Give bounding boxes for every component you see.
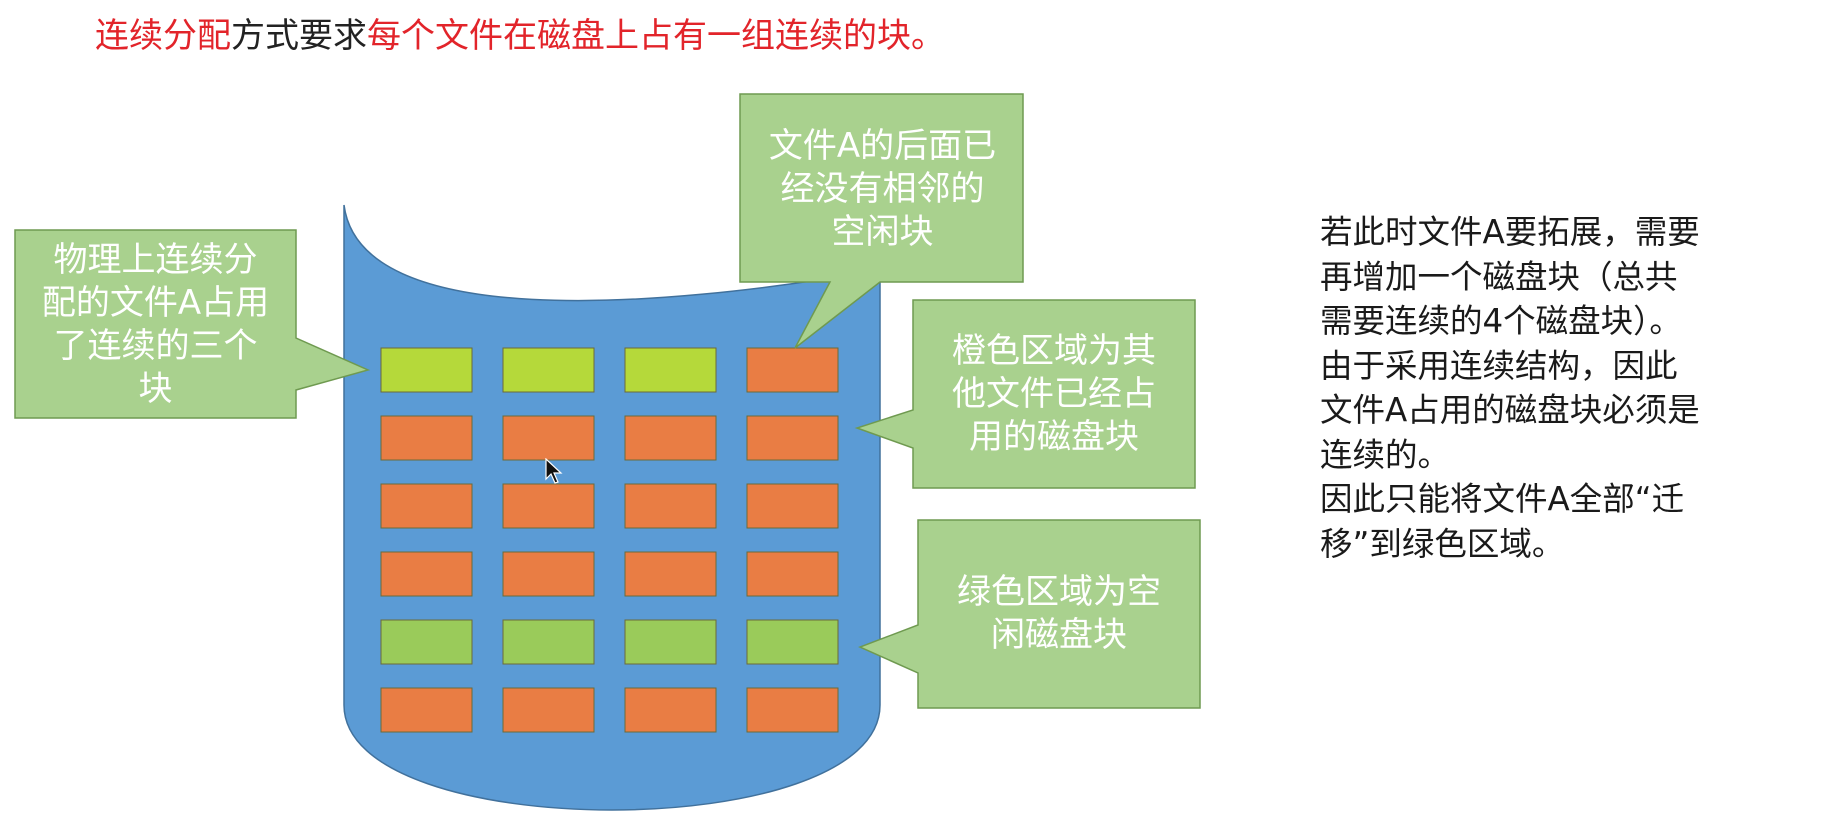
explanation-line: 由于采用连续结构，因此 [1320,346,1678,385]
explanation-line: 连续的。 [1320,435,1451,474]
disk-block-grid [380,347,839,733]
callout-green-legend-text: 绿色区域为空 闲磁盘块 [957,572,1161,655]
disk-block-occupied [502,687,595,733]
title-highlight-contiguous: 连续分配 [95,16,231,56]
disk-block-occupied [746,483,839,529]
disk-block-occupied [502,415,595,461]
explanation-text: 若此时文件A要拓展，需要 再增加一个磁盘块（总共 需要连续的4个磁盘块）。 由于… [1320,210,1790,566]
callout-orange-legend [854,299,1196,489]
disk-block-occupied [746,347,839,393]
disk-block-free [502,619,595,665]
disk-block-free [624,619,717,665]
disk-block-occupied [502,483,595,529]
slide-title: 连续分配方式要求每个文件在磁盘上占有一组连续的块。 [95,12,945,60]
disk-block-occupied [380,483,473,529]
disk-block-occupied [746,687,839,733]
disk-block-occupied [380,551,473,597]
disk-block-occupied [380,415,473,461]
disk-block-occupied [746,415,839,461]
explanation-line: 文件A占用的磁盘块必须是 [1320,391,1700,429]
explanation-line: 再增加一个磁盘块（总共 [1320,257,1678,296]
disk-block-file-a [502,347,595,393]
disk-block-free [746,619,839,665]
disk-block-occupied [624,551,717,597]
explanation-line: 需要连续的4个磁盘块）。 [1320,302,1682,340]
disk-block-file-a [624,347,717,393]
callout-orange-legend-text: 橙色区域为其 他文件已经占 用的磁盘块 [952,330,1156,457]
disk-block-occupied [746,551,839,597]
title-highlight-requirement: 每个文件在磁盘上占有一组连续的块。 [367,16,945,56]
disk-block-occupied [502,551,595,597]
disk-block-occupied [624,687,717,733]
disk-block-file-a [380,347,473,393]
callout-top-text: 文件A的后面已 经没有相邻的 空闲块 [768,125,997,252]
disk-cylinder [343,204,881,811]
explanation-line: 若此时文件A要拓展，需要 [1320,213,1700,251]
title-text: 方式要求 [231,16,367,56]
disk-block-occupied [624,415,717,461]
disk-block-free [380,619,473,665]
mouse-cursor-icon [545,458,563,484]
callout-left [14,229,371,419]
callout-top [739,93,1024,349]
explanation-line: 因此只能将文件A全部“迁 [1320,480,1685,518]
disk-block-occupied [624,483,717,529]
explanation-line: 移”到绿色区域。 [1320,524,1565,563]
disk-block-occupied [380,687,473,733]
callout-green-legend [858,519,1201,709]
callout-left-text: 物理上连续分 配的文件A占用 了连续的三个 块 [41,240,270,409]
